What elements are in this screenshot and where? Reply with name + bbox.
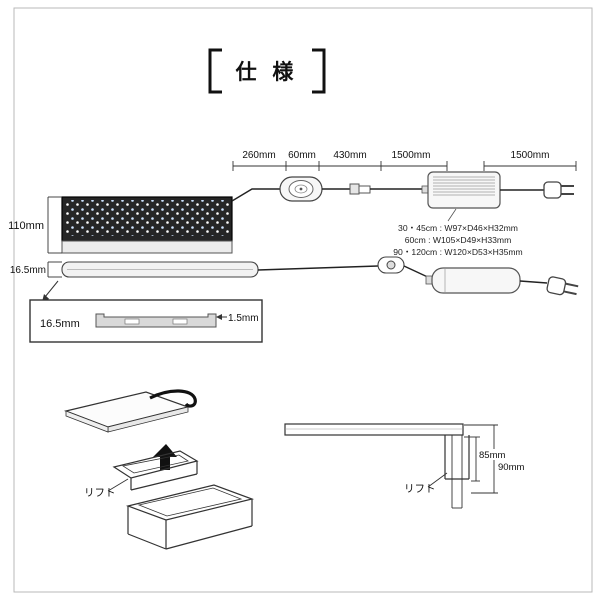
adapter-spec-line3: 90・120cm : W120×D53×H35mm — [393, 247, 522, 257]
touch-sensor-dot — [299, 187, 303, 191]
iso-power-cable — [149, 389, 197, 408]
iso-panel-edge-left — [65, 410, 109, 433]
adapter-spec-text: 30・45cm : W97×D46×H32mm 60cm : W105×D49×… — [393, 223, 522, 257]
title-block: 仕 様 — [208, 48, 326, 94]
channel-slot-left — [124, 318, 140, 325]
side-light-bar — [284, 423, 464, 436]
touch-controller — [279, 176, 323, 202]
lift-frame-inner — [121, 454, 190, 474]
lift-right-leader — [427, 472, 448, 488]
dim85-label-bg — [477, 449, 508, 460]
tank-frame-rim-inner — [137, 487, 243, 517]
adapter-vent-lines — [433, 176, 495, 196]
thickness-arrow — [216, 314, 227, 320]
side-view-lift: 85mm 90mm リフト — [284, 423, 527, 509]
adapter-spec-line1: 30・45cm : W97×D46×H32mm — [398, 223, 518, 233]
dim-1500mm-a: 1500mm — [392, 150, 431, 161]
detail-callout-arrow — [42, 280, 59, 302]
ac-plug-main — [543, 181, 574, 199]
title-bracket-right — [312, 48, 326, 94]
adapter-spec-line2: 60cm : W105×D49×H33mm — [405, 235, 512, 245]
dim-16-5mm: 16.5mm — [10, 265, 46, 276]
led-array — [65, 200, 229, 236]
switch-button — [386, 260, 396, 270]
tank-frame-rim-outer — [125, 484, 255, 521]
detail-thickness-label: 1.5mm — [228, 313, 259, 324]
ac-adapter-main — [421, 171, 501, 209]
detail-width-label: 16.5mm — [40, 318, 80, 330]
panel-base — [61, 240, 233, 254]
cable-slim-to-switch — [257, 265, 379, 271]
dim90-label-bg — [496, 461, 527, 472]
top-dimension-row: 260mm 60mm 430mm 1500mm 1500mm — [232, 150, 577, 171]
isometric-exploded-view: リフト — [63, 389, 255, 550]
dim-110mm: 110mm — [8, 220, 44, 232]
cross-section-detail: 16.5mm 1.5mm — [29, 299, 263, 343]
lift-left-leader — [107, 478, 129, 492]
dim-1500mm-b: 1500mm — [511, 150, 550, 161]
ac-plug-slim — [546, 276, 579, 296]
cable-slim-adapter-to-plug — [519, 280, 548, 284]
dim-90mm: 90mm — [498, 462, 524, 473]
inline-switch — [377, 256, 405, 274]
lift-up-arrow-icon — [153, 444, 177, 470]
spec-leader-line — [447, 208, 457, 222]
dc-connector — [349, 183, 371, 195]
dim-430mm: 430mm — [333, 150, 366, 161]
slim-light-bar: 16.5mm — [10, 261, 259, 278]
ac-adapter-slim — [425, 267, 521, 294]
page-title: 仕 様 — [235, 60, 299, 84]
cable-panel-to-controller — [231, 188, 280, 202]
dim-85mm: 85mm — [479, 450, 505, 461]
lift-left-label: リフト — [84, 487, 116, 499]
dim-60mm: 60mm — [288, 150, 316, 161]
title-bracket-left — [208, 48, 222, 94]
channel-slot-right — [172, 318, 188, 325]
lift-right-label: リフト — [404, 483, 436, 495]
page-border — [13, 7, 593, 593]
main-light-panel: 110mm — [8, 196, 233, 254]
dim-260mm: 260mm — [242, 150, 275, 161]
